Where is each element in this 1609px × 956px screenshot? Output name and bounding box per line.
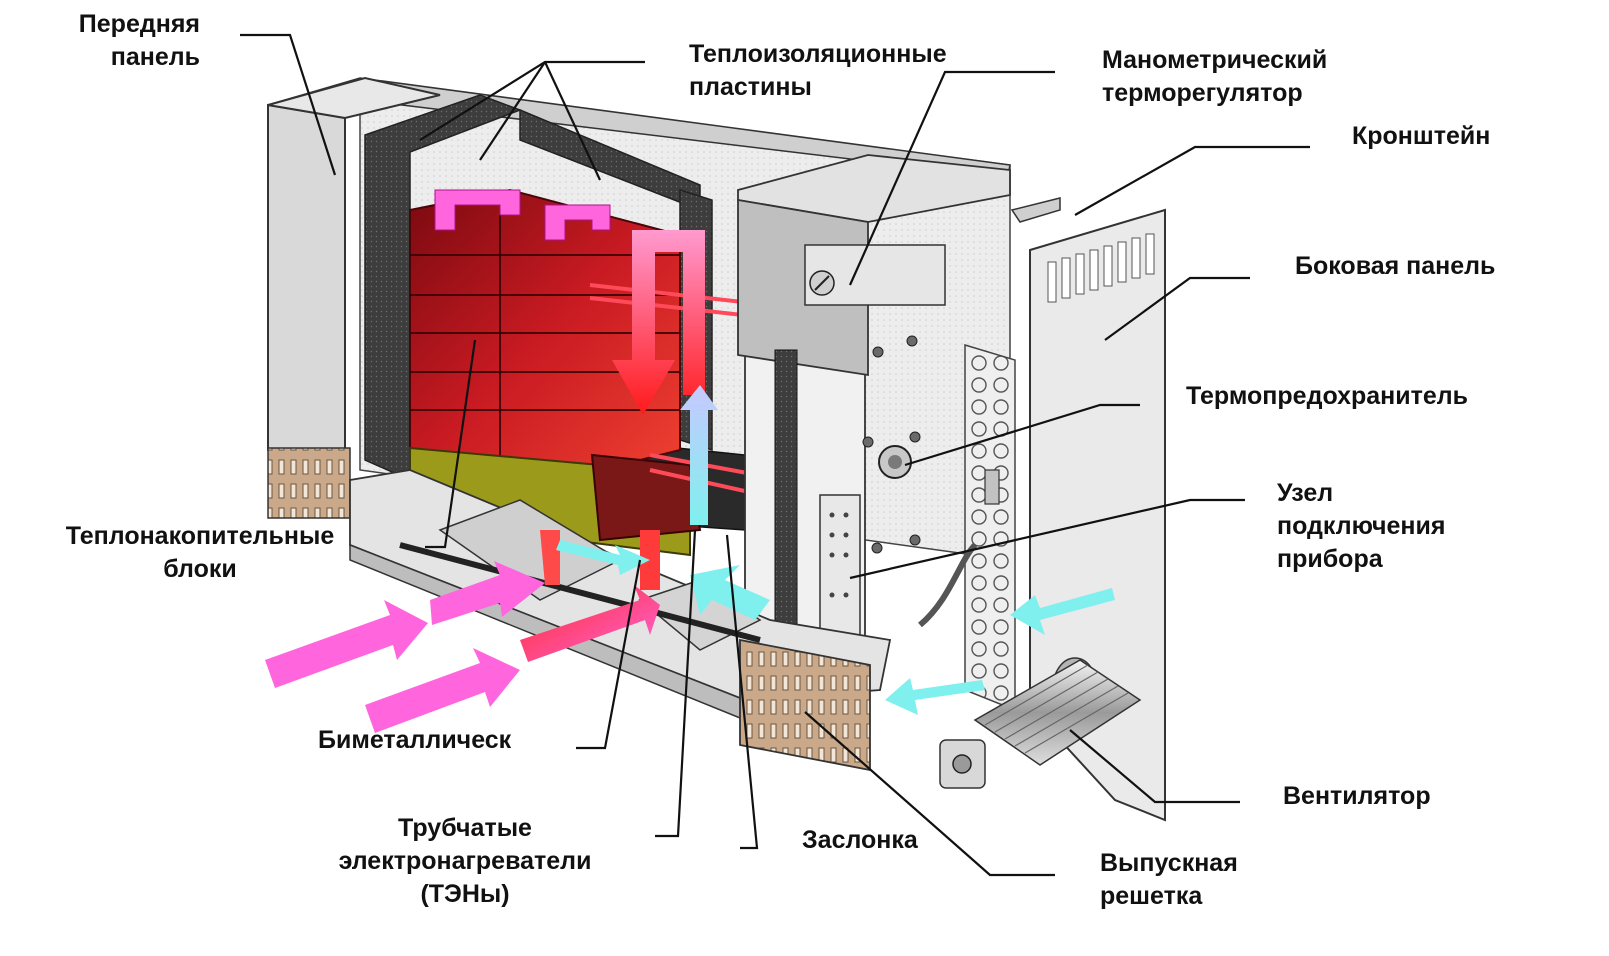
label-thermal-fuse-text: Термопредохранитель bbox=[1186, 382, 1469, 410]
leader-lines bbox=[240, 33, 1310, 877]
hot-arrow-down bbox=[612, 230, 705, 415]
label-insulation-line1: Теплоизоляционные bbox=[689, 40, 947, 68]
label-thermostat-line1: Манометрический bbox=[1102, 46, 1328, 74]
hot-arrow-top-2 bbox=[544, 204, 611, 241]
label-connection-line3: прибора bbox=[1277, 545, 1383, 573]
fan bbox=[939, 657, 1142, 789]
leader-thermostat bbox=[848, 70, 1055, 286]
label-insulation-line2: пластины bbox=[689, 73, 812, 101]
label-heaters-line1: Трубчатые bbox=[398, 814, 532, 842]
label-bracket: Кронштейн bbox=[1352, 120, 1490, 153]
leader-connection bbox=[849, 498, 1245, 580]
leader-fan bbox=[1069, 729, 1240, 804]
label-storage-line1: Теплонакопительные bbox=[65, 522, 335, 550]
leader-heaters bbox=[655, 529, 697, 838]
leader-thermal-fuse bbox=[904, 403, 1140, 467]
leader-damper bbox=[725, 534, 759, 850]
cold-arrow-up bbox=[680, 385, 718, 525]
label-thermostat: Манометрический терморегулятор bbox=[1102, 44, 1327, 110]
terminal-block bbox=[819, 494, 861, 641]
label-heaters: Трубчатые электронагреватели (ТЭНы) bbox=[320, 812, 610, 911]
label-front-panel: Передняя панель bbox=[48, 8, 200, 74]
hot-arrow-top-1 bbox=[434, 189, 521, 231]
thermostat-box-front bbox=[737, 198, 869, 377]
label-side-panel: Боковая панель bbox=[1295, 250, 1495, 283]
label-side-panel-text: Боковая панель bbox=[1295, 252, 1496, 280]
hot-out-arrow-2 bbox=[265, 600, 428, 688]
label-thermal-fuse: Термопредохранитель bbox=[1186, 380, 1468, 413]
label-storage-blocks: Теплонакопительные блоки bbox=[42, 520, 358, 586]
label-heaters-line2: электронагреватели bbox=[338, 847, 592, 875]
side-panel-slots bbox=[1047, 233, 1155, 303]
hot-out-arrow-5 bbox=[540, 530, 560, 585]
label-fan: Вентилятор bbox=[1283, 780, 1431, 813]
insulation-left bbox=[364, 94, 523, 482]
label-storage-line2: блоки bbox=[163, 555, 237, 583]
label-damper: Заслонка bbox=[802, 824, 918, 857]
label-front-panel-line1: Передняя bbox=[78, 10, 200, 38]
front-panel-grille bbox=[267, 447, 351, 519]
label-bracket-text: Кронштейн bbox=[1352, 122, 1491, 150]
cold-in-arrow-1 bbox=[1010, 588, 1115, 635]
leader-storage bbox=[425, 339, 477, 549]
leader-bimetallic bbox=[576, 559, 642, 750]
leader-insulation-3 bbox=[544, 61, 601, 181]
label-heaters-line3: (ТЭНы) bbox=[420, 880, 510, 908]
leader-outlet-grille bbox=[804, 711, 1055, 877]
front-panel-top bbox=[267, 76, 441, 120]
label-connection-line1: Узел bbox=[1277, 479, 1334, 507]
front-panel bbox=[267, 103, 346, 492]
hot-out-arrow-1 bbox=[430, 561, 545, 625]
cold-in-arrow-4 bbox=[556, 540, 650, 575]
label-outlet-line2: решетка bbox=[1100, 882, 1203, 910]
perforated-plate bbox=[964, 343, 1016, 712]
thermal-fuse-holder bbox=[984, 469, 1000, 505]
leader-front-panel bbox=[240, 33, 337, 176]
leader-bracket bbox=[1074, 145, 1310, 216]
screws bbox=[862, 335, 921, 554]
label-bimetallic: Биметаллическ bbox=[318, 724, 511, 757]
hot-out-arrow-3 bbox=[365, 648, 520, 733]
label-outlet-grille: Выпускная решетка bbox=[1100, 847, 1238, 913]
leader-side-panel bbox=[1104, 276, 1250, 341]
label-insulation-plates: Теплоизоляционные пластины bbox=[689, 38, 947, 104]
core-front-block bbox=[590, 453, 702, 542]
cold-in-arrow-2 bbox=[885, 678, 985, 715]
insulation-strip bbox=[774, 349, 798, 636]
bracket bbox=[1010, 197, 1061, 223]
label-bimetallic-text: Биметаллическ bbox=[318, 726, 512, 754]
label-fan-text: Вентилятор bbox=[1283, 782, 1431, 810]
label-damper-text: Заслонка bbox=[802, 826, 918, 854]
label-connection-line2: подключения bbox=[1277, 512, 1446, 540]
cold-in-arrow-3 bbox=[690, 565, 770, 620]
leader-insulation-2 bbox=[479, 61, 546, 161]
label-front-panel-line2: панель bbox=[110, 43, 200, 71]
hot-out-arrow-4 bbox=[520, 585, 660, 662]
label-outlet-line1: Выпускная bbox=[1100, 849, 1238, 877]
label-thermostat-line2: терморегулятор bbox=[1102, 79, 1303, 107]
label-connection-unit: Узел подключения прибора bbox=[1277, 477, 1445, 576]
